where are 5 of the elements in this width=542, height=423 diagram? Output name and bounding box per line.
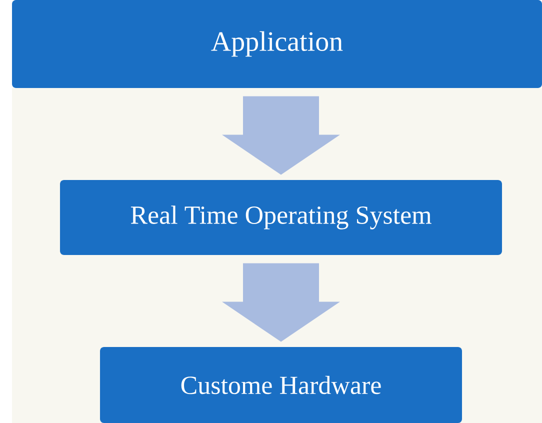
process-box: Application (12, 0, 542, 88)
arrow (222, 96, 340, 175)
process-box: Real Time Operating System (60, 180, 502, 255)
process-box: Custome Hardware (100, 346, 462, 423)
arrow (222, 263, 340, 342)
